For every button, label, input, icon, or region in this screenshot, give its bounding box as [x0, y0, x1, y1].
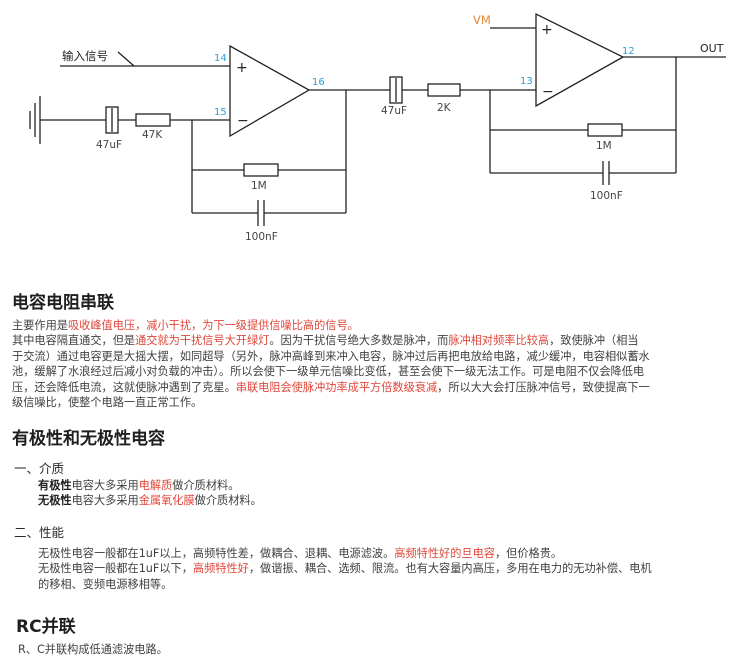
plus-sign-1: +: [236, 60, 248, 76]
section-title-rc-parallel: RC并联: [16, 617, 76, 637]
r-fb2-value: 1M: [596, 140, 612, 152]
vm-label: VM: [473, 13, 491, 27]
opamp-2: [535, 12, 625, 108]
paragraph-line: 无极性电容大多采用金属氧化膜做介质材料。: [38, 494, 262, 508]
paragraph-line: R、C并联构成低通滤波电路。: [18, 643, 168, 656]
pin-16: 16: [312, 77, 325, 88]
circuit-diagram: + − + − 输入信号 VM OUT 14 15 16 12 13 47uF …: [29, 12, 726, 243]
paragraph-line: 有极性电容大多采用电解质做介质材料。: [38, 479, 240, 492]
paragraph-line: 于交流）通过电容更是大摇大摆，如同超导（另外，脉冲高峰到来冲入电容，脉冲过后再把…: [12, 349, 650, 363]
paragraph-line: 无极性电容一般都在1uF以上，高频特性差，做耦合、退耦、电源滤波。高频特性好的旦…: [38, 547, 563, 560]
paragraph-line: 压，还会降低电流，这就使脉冲遇到了克星。串联电阻会使脉冲功率成平方倍数级衰减，所…: [12, 380, 650, 394]
ground-icon: [29, 96, 41, 144]
paragraph-line: 的移相、变频电源移相等。: [38, 577, 173, 591]
resistor-r-in: [135, 113, 171, 127]
subsection-body-dielectric: 有极性电容大多采用电解质做介质材料。 无极性电容大多采用金属氧化膜做介质材料。: [38, 478, 718, 509]
section-title-capacitors: 有极性和无极性电容: [12, 429, 165, 449]
paragraph-line: 级信噪比，使整个电路一直正常工作。: [12, 396, 203, 410]
r-couple-value: 2K: [437, 102, 452, 114]
minus-sign-2: −: [542, 84, 554, 100]
subsection-body-performance: 无极性电容一般都在1uF以上，高频特性差，做耦合、退耦、电源滤波。高频特性好的旦…: [38, 546, 718, 592]
r-in-value: 47K: [142, 129, 163, 141]
resistor-r-fb1: [243, 163, 279, 177]
c-couple-value: 47uF: [381, 105, 407, 117]
section-title-rc-series: 电容电阻串联: [12, 293, 114, 313]
resistor-r-fb2: [587, 123, 623, 137]
resistor-r-couple: [427, 83, 461, 97]
paragraph-line: 池，缓解了水浪经过后减小对负载的冲击）。所以会使下一级单元信噪比变低，甚至会使下…: [12, 365, 645, 379]
pin-15: 15: [214, 107, 227, 118]
paragraph-line: 主要作用是吸收峰值电压，减小干扰，为下一级提供信噪比高的信号。: [12, 319, 359, 332]
paragraph-line: 其中电容隔直通交，但是通交就为干扰信号大开绿灯。因为干扰信号绝大多数是脉冲，而脉…: [12, 334, 639, 348]
c-fb1-value: 100nF: [245, 231, 278, 243]
minus-sign-1: −: [237, 113, 249, 129]
c-in-value: 47uF: [96, 139, 122, 151]
pin-13: 13: [520, 76, 533, 87]
opamp-1: [229, 44, 311, 138]
paragraph-line: 无极性电容一般都在1uF以下，高频特性好，做谐振、耦合、选频、限流。也有大容量内…: [38, 562, 652, 576]
pin-12: 12: [622, 46, 635, 57]
r-fb1-value: 1M: [251, 180, 267, 192]
subsection-title-performance: 二、性能: [14, 525, 65, 540]
plus-sign-2: +: [541, 22, 553, 38]
out-label: OUT: [700, 42, 724, 55]
subsection-title-dielectric: 一、介质: [14, 461, 65, 476]
pin-14: 14: [214, 53, 227, 64]
input-signal-label: 输入信号: [62, 49, 108, 63]
section-body-rc-series: 主要作用是吸收峰值电压，减小干扰，为下一级提供信噪比高的信号。 其中电容隔直通交…: [12, 318, 728, 410]
c-fb2-value: 100nF: [590, 190, 623, 202]
